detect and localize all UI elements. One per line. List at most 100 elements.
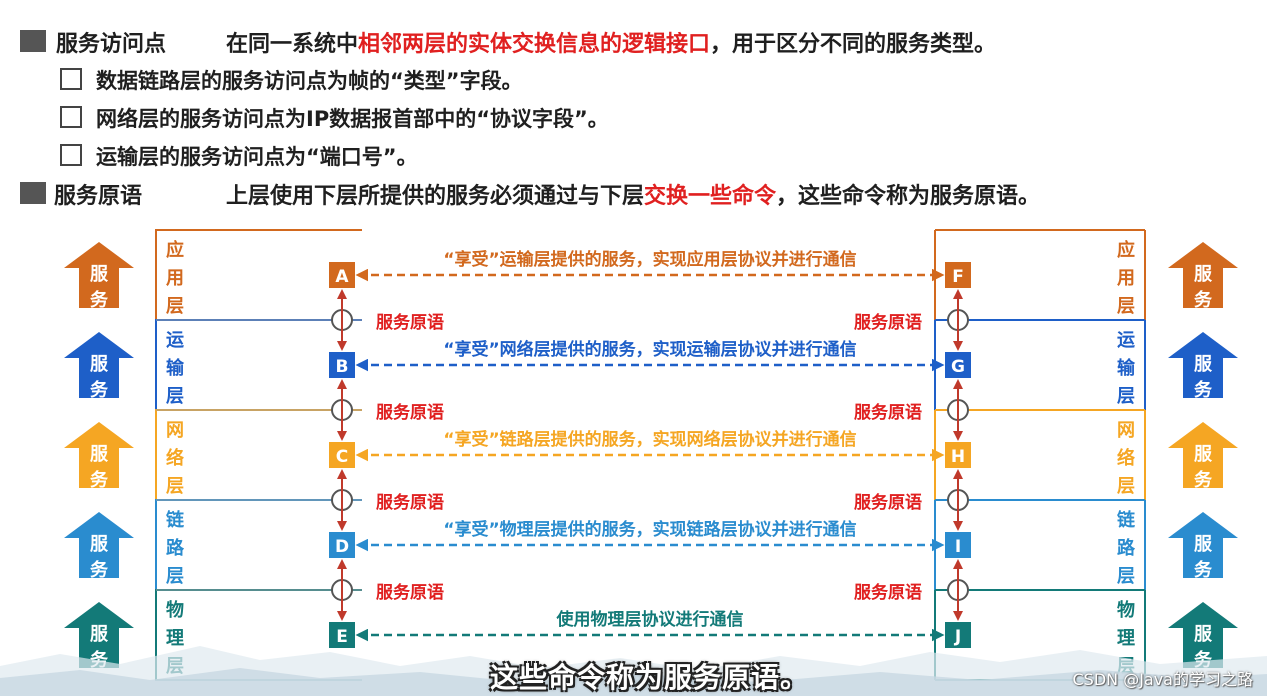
service-arrow-label: 服 xyxy=(1194,534,1213,555)
primitive-title: 服务原语 xyxy=(54,184,143,209)
video-subtitle: 这些命令称为服务原语。 xyxy=(490,661,810,694)
left-layer-name-char: 运 xyxy=(166,330,184,351)
right-service-arrow-icon xyxy=(1168,422,1238,488)
right-layer-name-char: 网 xyxy=(1117,420,1135,441)
primitive-description: 上层使用下层所提供的服务必须通过与下层交换一些命令，这些命令称为服务原语。 xyxy=(226,178,1040,210)
right-service-arrow-icon xyxy=(1168,602,1238,668)
bullet-square xyxy=(20,30,46,52)
right-entity-box xyxy=(945,262,971,288)
service-arrow-label: 服 xyxy=(1194,624,1213,645)
peer-message: 使用物理层协议进行通信 xyxy=(556,609,744,630)
left-layer-name-char: 层 xyxy=(166,296,184,317)
right-primitive-label: 服务原语 xyxy=(854,582,922,603)
sap-item-link: 数据链路层的服务访问点为帧的“类型”字段。 xyxy=(96,69,523,93)
sap-desc-post: ，用于区分不同的服务类型。 xyxy=(710,32,997,57)
sap-item-transport: 运输层的服务访问点为“端口号”。 xyxy=(96,145,418,169)
left-entity-box xyxy=(329,532,355,558)
right-entity-label: I xyxy=(955,537,961,557)
right-layer-name-char: 运 xyxy=(1117,330,1135,351)
service-arrow-label: 务 xyxy=(1194,559,1213,581)
right-layer-name-char: 输 xyxy=(1117,357,1136,379)
peer-message: “享受”物理层提供的服务，实现链路层协议并进行通信 xyxy=(443,519,856,540)
primitive-desc-highlight: 交换一些命令 xyxy=(644,184,777,209)
right-layer-name-char: 层 xyxy=(1117,386,1135,407)
peer-message: “享受”网络层提供的服务，实现运输层协议并进行通信 xyxy=(443,339,856,360)
left-entity-label: E xyxy=(336,627,348,647)
service-arrow-label: 服 xyxy=(1194,354,1213,375)
service-arrow-label: 务 xyxy=(90,469,109,491)
left-layer-name-char: 理 xyxy=(166,628,184,649)
right-layer-name-char: 理 xyxy=(1117,628,1135,649)
right-layer-name-char: 路 xyxy=(1117,537,1136,559)
mountain-decoration xyxy=(0,646,1267,696)
left-layer-name-char: 层 xyxy=(166,386,184,407)
left-layer-name-char: 链 xyxy=(166,509,185,531)
service-arrow-label: 务 xyxy=(1194,289,1213,311)
left-layer-name-char: 输 xyxy=(166,357,185,379)
service-arrow-label: 务 xyxy=(1194,469,1213,491)
right-layer-name-char: 层 xyxy=(1117,476,1135,497)
left-service-arrow-icon xyxy=(64,512,134,578)
right-entity-label: H xyxy=(951,447,965,467)
checkbox-icon xyxy=(60,106,82,128)
left-layer-name-char: 网 xyxy=(166,420,184,441)
sap-desc-pre: 在同一系统中 xyxy=(226,32,359,57)
service-arrow-label: 服 xyxy=(1194,444,1213,465)
sap-title: 服务访问点 xyxy=(56,32,167,57)
sap-desc-highlight: 相邻两层的实体交换信息的逻辑接口 xyxy=(358,32,711,57)
service-arrow-label: 务 xyxy=(90,559,109,581)
left-primitive-label: 服务原语 xyxy=(376,492,444,513)
right-entity-box xyxy=(945,352,971,378)
service-arrow-label: 服 xyxy=(90,264,109,285)
checkbox-icon xyxy=(60,68,82,90)
service-arrow-label: 服 xyxy=(1194,264,1213,285)
left-layer-name-char: 路 xyxy=(166,537,185,559)
primitive-desc-pre: 上层使用下层所提供的服务必须通过与下层 xyxy=(226,184,645,209)
service-arrow-label: 服 xyxy=(90,534,109,555)
left-layer-name-char: 用 xyxy=(166,268,184,289)
right-primitive-label: 服务原语 xyxy=(854,402,922,423)
right-layer-name-char: 物 xyxy=(1117,599,1135,621)
peer-message: “享受”链路层提供的服务，实现网络层协议并进行通信 xyxy=(443,429,856,450)
left-service-arrow-icon xyxy=(64,242,134,308)
right-entity-box xyxy=(945,442,971,468)
left-entity-label: D xyxy=(335,537,349,557)
service-arrow-label: 服 xyxy=(90,354,109,375)
left-entity-box xyxy=(329,622,355,648)
left-entity-box xyxy=(329,442,355,468)
bullet-square xyxy=(20,182,46,204)
left-primitive-label: 服务原语 xyxy=(376,402,444,423)
right-service-arrow-icon xyxy=(1168,512,1238,578)
peer-message: “享受”运输层提供的服务，实现应用层协议并进行通信 xyxy=(443,249,856,270)
service-arrow-label: 服 xyxy=(90,444,109,465)
left-entity-label: A xyxy=(335,267,349,287)
left-primitive-label: 服务原语 xyxy=(376,312,444,333)
right-service-arrow-icon xyxy=(1168,332,1238,398)
left-primitive-label: 服务原语 xyxy=(376,582,444,603)
service-arrow-label: 务 xyxy=(90,289,109,311)
sap-description: 在同一系统中相邻两层的实体交换信息的逻辑接口，用于区分不同的服务类型。 xyxy=(226,26,996,58)
right-primitive-label: 服务原语 xyxy=(854,312,922,333)
right-entity-label: G xyxy=(951,357,965,377)
left-layer-name-char: 层 xyxy=(166,566,184,587)
left-layer-name-char: 应 xyxy=(166,239,184,261)
service-arrow-label: 务 xyxy=(1194,379,1213,401)
primitive-desc-post: ，这些命令称为服务原语。 xyxy=(776,184,1041,209)
left-layer-name-char: 络 xyxy=(166,447,184,469)
right-service-arrow-icon xyxy=(1168,242,1238,308)
right-layer-name-char: 应 xyxy=(1117,239,1135,261)
left-service-arrow-icon xyxy=(64,422,134,488)
right-layer-name-char: 络 xyxy=(1117,447,1135,469)
checkbox-icon xyxy=(60,144,82,166)
watermark: CSDN @Java的学习之路 xyxy=(1072,670,1253,689)
left-layer-name-char: 层 xyxy=(166,476,184,497)
right-primitive-label: 服务原语 xyxy=(854,492,922,513)
left-layer-name-char: 物 xyxy=(166,599,184,621)
right-entity-box xyxy=(945,622,971,648)
sap-item-network: 网络层的服务访问点为IP数据报首部中的“协议字段”。 xyxy=(96,107,609,131)
left-service-arrow-icon xyxy=(64,602,134,668)
left-entity-box xyxy=(329,262,355,288)
service-arrow-label: 务 xyxy=(90,379,109,401)
right-layer-name-char: 层 xyxy=(1117,566,1135,587)
